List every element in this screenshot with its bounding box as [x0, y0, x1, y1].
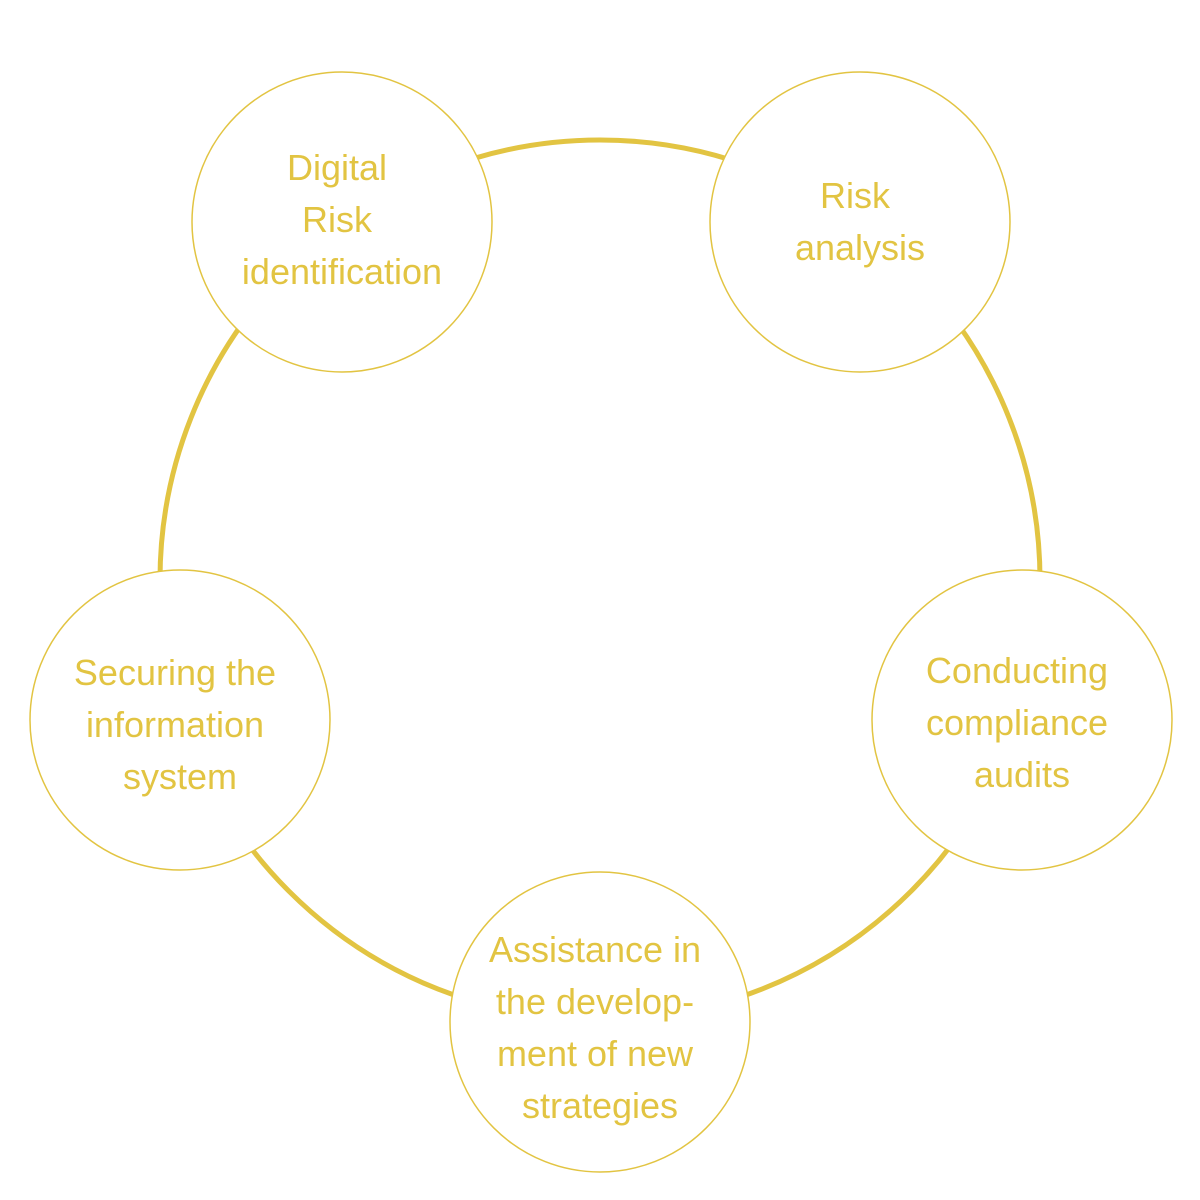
label-line: compliance	[926, 702, 1108, 743]
label-line: Digital	[287, 147, 387, 188]
label-line: ment of new	[497, 1033, 694, 1074]
node-label: Securing the information system	[74, 652, 286, 797]
label-line: strategies	[522, 1085, 678, 1126]
node-circle	[29, 569, 331, 871]
node-label: Digital Risk identification	[242, 147, 442, 292]
label-line: Risk	[820, 175, 891, 216]
label-line: Risk	[302, 199, 373, 240]
node-assistance-new-strategies: Assistance in the develop- ment of new s…	[449, 871, 751, 1173]
label-line: Assistance in	[489, 929, 701, 970]
node-conducting-compliance-audits: Conducting compliance audits	[871, 569, 1173, 871]
node-circle	[871, 569, 1173, 871]
node-label: Risk analysis	[795, 175, 925, 268]
node-digital-risk-identification: Digital Risk identification	[191, 71, 493, 373]
node-circle	[449, 871, 751, 1173]
label-line: audits	[974, 754, 1070, 795]
label-line: system	[123, 756, 237, 797]
label-line: information	[86, 704, 264, 745]
label-line: Conducting	[926, 650, 1108, 691]
label-line: identification	[242, 251, 442, 292]
node-label: Assistance in the develop- ment of new s…	[489, 929, 711, 1126]
node-securing-information-system: Securing the information system	[29, 569, 331, 871]
node-risk-analysis: Risk analysis	[709, 71, 1011, 373]
node-label: Conducting compliance audits	[926, 650, 1118, 795]
label-line: the develop-	[496, 981, 694, 1022]
label-line: Securing the	[74, 652, 276, 693]
node-circle	[191, 71, 493, 373]
node-circle	[709, 71, 1011, 373]
label-line: analysis	[795, 227, 925, 268]
